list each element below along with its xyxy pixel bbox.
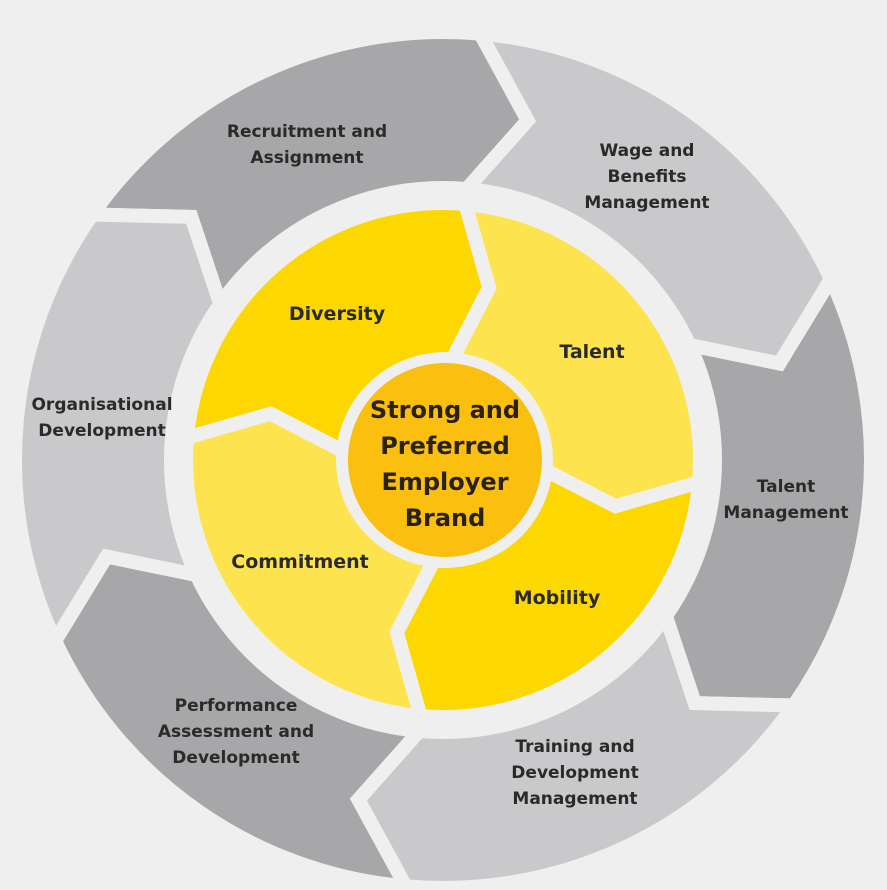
outer-label-2-line: Management xyxy=(584,193,709,213)
center-label-line: Employer xyxy=(381,468,508,496)
inner-label-1-line: Diversity xyxy=(289,303,386,325)
inner-label-2: Talent xyxy=(559,341,624,363)
center-label-line: Preferred xyxy=(380,432,510,460)
outer-label-2-line: Wage and xyxy=(600,141,695,161)
outer-label-4-line: Training and xyxy=(515,737,634,757)
outer-label-5-line: Performance xyxy=(175,696,298,716)
center-circle xyxy=(348,363,542,557)
inner-label-3-line: Mobility xyxy=(514,587,601,609)
center-label-line: Brand xyxy=(405,504,486,532)
outer-label-3-line: Management xyxy=(723,503,848,523)
outer-label-2-line: Benefits xyxy=(608,167,687,187)
outer-label-3-line: Talent xyxy=(757,477,815,497)
outer-label-1-line: Assignment xyxy=(251,148,364,168)
outer-label-6-line: Organisational xyxy=(31,395,172,415)
outer-segment-6 xyxy=(8,207,228,656)
outer-label-5-line: Development xyxy=(172,748,299,768)
inner-ring xyxy=(179,196,707,724)
inner-label-2-line: Talent xyxy=(559,341,624,363)
outer-label-5-line: Assessment and xyxy=(158,722,314,742)
inner-label-1: Diversity xyxy=(289,303,386,325)
outer-ring xyxy=(8,25,878,890)
inner-label-4: Commitment xyxy=(231,551,368,573)
inner-label-3: Mobility xyxy=(514,587,601,609)
outer-label-1-line: Recruitment and xyxy=(227,122,387,142)
outer-label-4-line: Management xyxy=(512,789,637,809)
center-label-line: Strong and xyxy=(370,396,520,424)
outer-label-4-line: Development xyxy=(511,763,638,783)
outer-label-6-line: Development xyxy=(38,421,165,441)
inner-label-4-line: Commitment xyxy=(231,551,368,573)
